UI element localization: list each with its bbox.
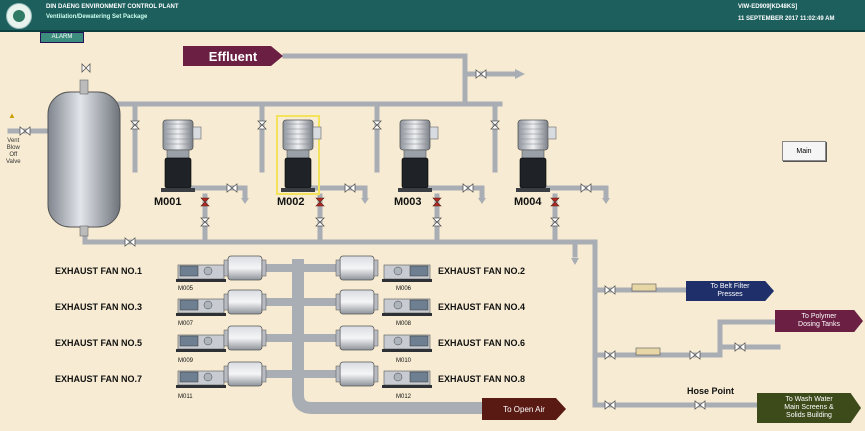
flow-meter-belt — [631, 283, 657, 292]
exhaust-fan-2[interactable] — [335, 255, 432, 282]
pump-label-m004[interactable]: M004 — [514, 196, 542, 208]
pipe-network — [7, 53, 781, 414]
pressure-vessel — [47, 79, 121, 237]
plant-logo-icon — [6, 3, 32, 29]
pump-m004[interactable] — [516, 119, 557, 192]
check-valves — [200, 197, 560, 207]
exhaust-fan-group — [176, 255, 432, 388]
pump-label-m003[interactable]: M003 — [394, 196, 422, 208]
flow-meter-polymer — [635, 347, 661, 356]
station-id: VIW-ED909[KD48KS] — [738, 4, 798, 10]
motor-id-m012: M012 — [396, 394, 412, 400]
exhaust-fan-4-label: EXHAUST FAN NO.4 — [438, 302, 526, 312]
hose-point-label: Hose Point — [687, 386, 735, 396]
datetime: 11 SEPTEMBER 2017 11:02:49 AM — [738, 16, 835, 22]
effluent-banner: Effluent — [183, 46, 283, 66]
main-button[interactable]: Main — [782, 141, 826, 161]
pump-label-m001[interactable]: M001 — [154, 196, 182, 208]
pump-m002[interactable] — [276, 115, 322, 195]
exhaust-fan-1-label: EXHAUST FAN NO.1 — [55, 266, 143, 276]
motor-id-m011: M011 — [178, 394, 193, 400]
plant-title: DIN DAENG ENVIRONMENT CONTROL PLANT — [46, 4, 179, 10]
pump-m001[interactable] — [161, 119, 202, 192]
exhaust-fan-3-label: EXHAUST FAN NO.3 — [55, 302, 143, 312]
motor-id-m006: M006 — [396, 286, 412, 292]
page-subtitle: Ventilation/Dewatering Set Package — [46, 14, 148, 20]
valves — [19, 63, 746, 410]
exhaust-fan-8-label: EXHAUST FAN NO.8 — [438, 374, 526, 384]
exhaust-fan-6[interactable] — [335, 325, 432, 352]
header-bar: DIN DAENG ENVIRONMENT CONTROL PLANT Vent… — [0, 0, 865, 32]
vent-valve-label: Vent Blow Off Valve — [6, 138, 21, 165]
warning-icon: ▲ — [8, 111, 16, 120]
flow-arrows — [241, 69, 610, 265]
exhaust-fan-5[interactable] — [176, 325, 267, 352]
exhaust-fan-3[interactable] — [176, 289, 267, 316]
exhaust-fan-7-label: EXHAUST FAN NO.7 — [55, 374, 143, 384]
exhaust-fan-6-label: EXHAUST FAN NO.6 — [438, 338, 526, 348]
motor-id-m009: M009 — [178, 358, 194, 364]
pump-group — [161, 115, 557, 195]
exhaust-fan-5-label: EXHAUST FAN NO.5 — [55, 338, 143, 348]
pump-m003[interactable] — [398, 119, 439, 192]
pump-label-m002[interactable]: M002 — [277, 196, 305, 208]
exhaust-fan-2-label: EXHAUST FAN NO.2 — [438, 266, 526, 276]
motor-id-m007: M007 — [178, 321, 194, 327]
motor-id-m010: M010 — [396, 358, 412, 364]
alarm-button[interactable]: ALARM — [40, 32, 84, 43]
exhaust-fan-1[interactable] — [176, 255, 267, 282]
to-open-air-banner: To Open Air — [482, 398, 566, 420]
motor-id-m008: M008 — [396, 321, 412, 327]
exhaust-fan-7[interactable] — [176, 361, 267, 388]
exhaust-fan-8[interactable] — [335, 361, 432, 388]
exhaust-fan-4[interactable] — [335, 289, 432, 316]
motor-id-m005: M005 — [178, 286, 194, 292]
